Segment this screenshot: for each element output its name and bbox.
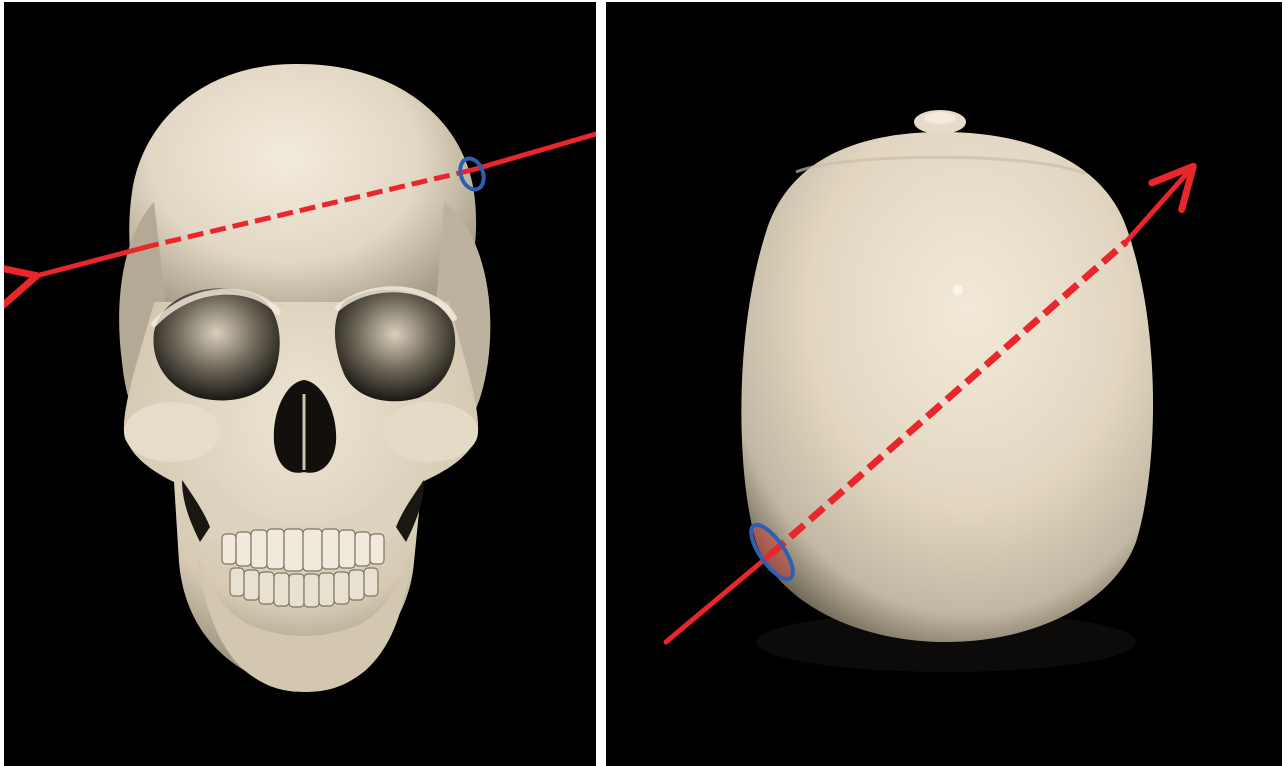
right-eye-socket (335, 290, 455, 402)
front-view-panel (4, 2, 596, 766)
upper-teeth (222, 529, 384, 571)
skull-vault (741, 132, 1153, 642)
right-cheekbone (382, 402, 478, 462)
left-cheekbone (124, 402, 220, 462)
top-view-image (606, 2, 1282, 766)
front-view-image (4, 2, 596, 766)
top-view-panel (606, 2, 1282, 766)
